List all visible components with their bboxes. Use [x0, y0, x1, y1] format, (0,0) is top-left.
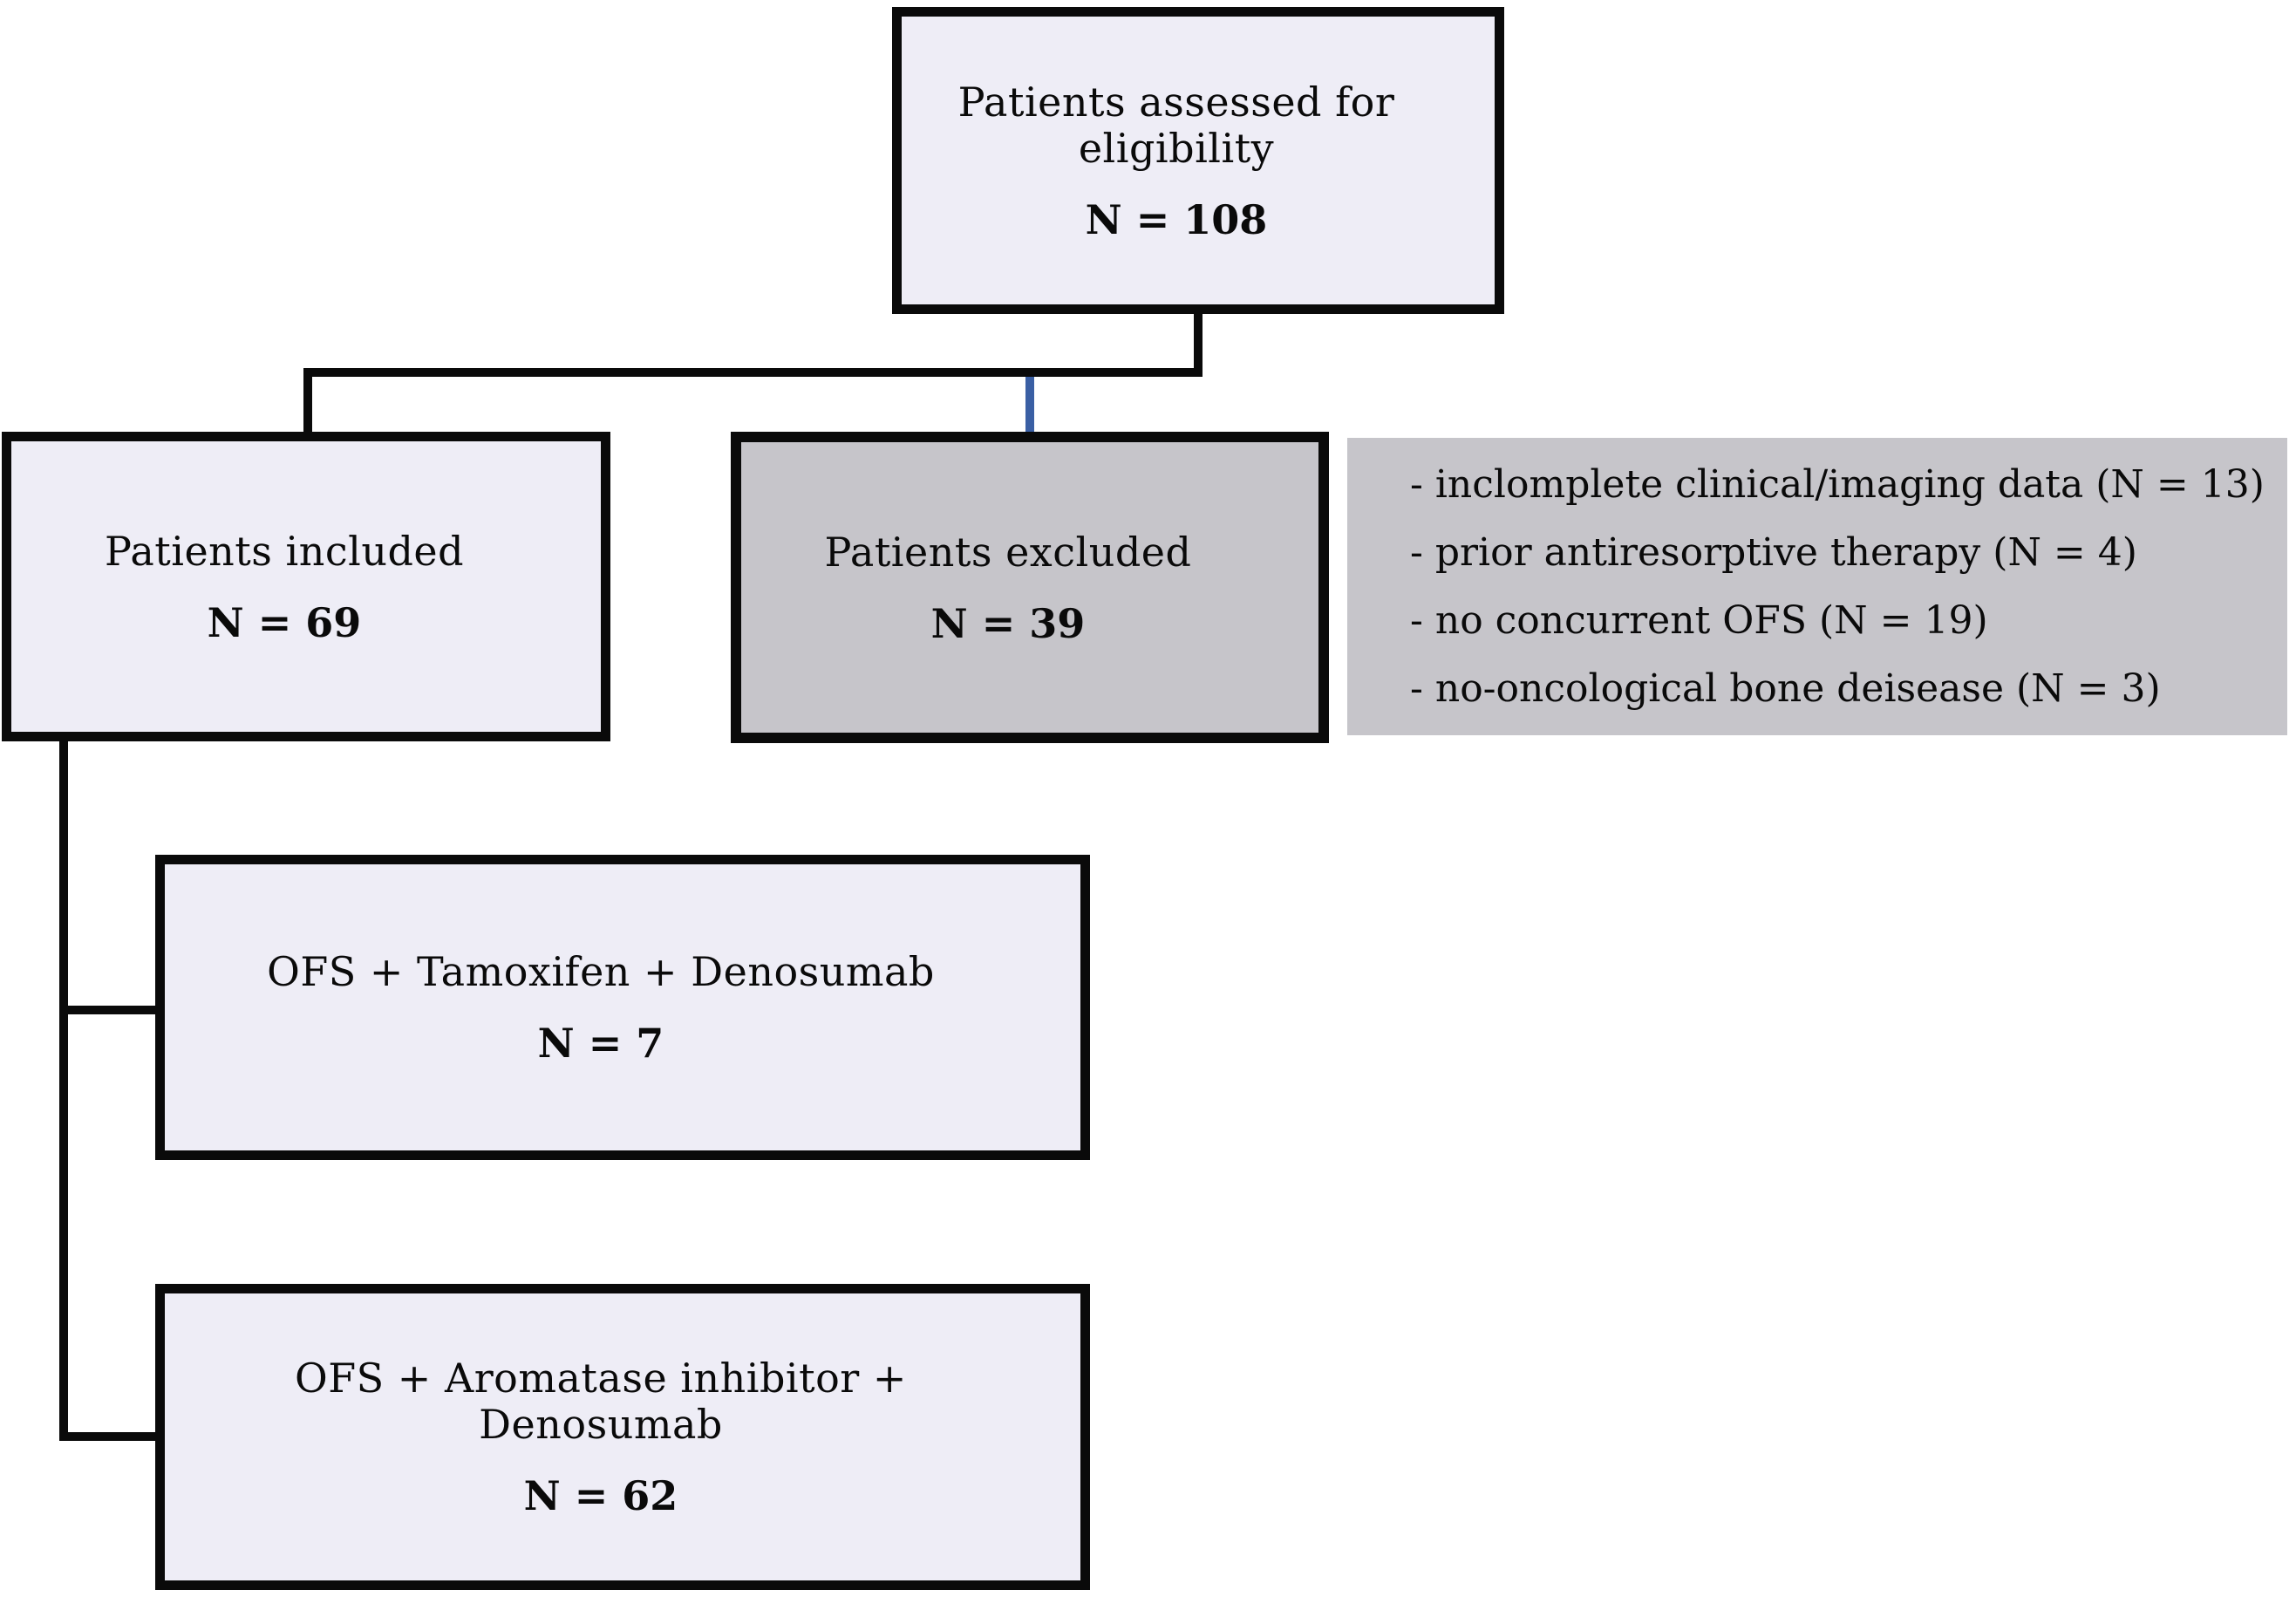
connector-top-vertical [1194, 311, 1203, 377]
node-count: N = 39 [930, 599, 1086, 647]
connector-horizontal [303, 368, 1203, 377]
node-count: N = 7 [537, 1020, 664, 1068]
connector-stub-aromatase [59, 1432, 160, 1441]
node-label: Patients excluded [824, 528, 1192, 576]
flow-node-tamoxifen: OFS + Tamoxifen + Denosumab N = 7 [155, 855, 1090, 1160]
node-label: Patients included [104, 527, 465, 575]
flow-node-included: Patients included N = 69 [2, 432, 610, 741]
connector-excluded-vertical-blue [1025, 377, 1034, 434]
exclusion-reason-item: - no concurrent OFS (N = 19) [1410, 597, 1988, 643]
flow-node-aromatase: OFS + Aromatase inhibitor + Denosumab N … [155, 1284, 1090, 1590]
node-count: N = 69 [207, 598, 362, 646]
exclusion-reason-item: - prior antiresorptive therapy (N = 4) [1410, 529, 2137, 575]
flow-node-assessed: Patients assessed for eligibility N = 10… [892, 7, 1504, 314]
node-count: N = 62 [523, 1472, 678, 1520]
node-label: OFS + Aromatase inhibitor + Denosumab [295, 1355, 907, 1449]
exclusion-reason-item: - inclomplete clinical/imaging data (N =… [1410, 461, 2265, 507]
exclusion-reason-item: - no-oncological bone deisease (N = 3) [1410, 665, 2161, 711]
flow-node-excluded: Patients excluded N = 39 [731, 432, 1329, 743]
node-count: N = 108 [1085, 195, 1268, 243]
connector-left-vertical [59, 737, 68, 1441]
connector-stub-tamoxifen [59, 1006, 160, 1014]
exclusion-reasons-box: - inclomplete clinical/imaging data (N =… [1347, 438, 2287, 735]
node-label: Patients assessed for eligibility [957, 78, 1395, 172]
node-label: OFS + Tamoxifen + Denosumab [267, 948, 935, 996]
connector-included-vertical [303, 368, 312, 436]
